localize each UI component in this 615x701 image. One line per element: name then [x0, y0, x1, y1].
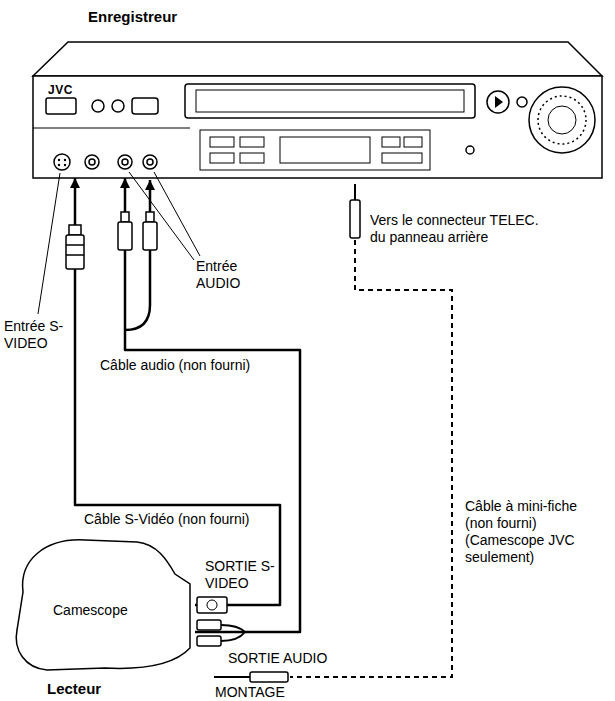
jack-label: MONTAGE — [215, 684, 285, 701]
s-video-output — [197, 597, 227, 613]
jog-center — [548, 106, 576, 134]
jack-pin — [58, 159, 60, 161]
mini-plug-tip — [354, 184, 356, 200]
rca-jack-center — [89, 159, 95, 165]
display — [185, 84, 475, 118]
mini-cable — [290, 240, 452, 677]
note-label: Vers le connecteur TELEC. du panneau arr… — [370, 212, 548, 246]
rca-plug-tip — [121, 212, 129, 222]
brand-logo: JVC — [48, 82, 73, 99]
cable-label: Câble S-Vidéo (non fourni) — [84, 511, 250, 528]
s-video-plug-tip — [69, 225, 81, 235]
audio-output — [197, 620, 221, 630]
node-heading: Enregistreur — [88, 8, 177, 25]
audio-branch — [125, 180, 150, 330]
s-video-jack — [54, 154, 70, 170]
button — [404, 137, 422, 147]
mini-plug — [350, 200, 360, 238]
button — [92, 100, 104, 112]
counter-display — [280, 137, 370, 163]
button — [210, 137, 234, 147]
play-symbol — [495, 96, 503, 108]
button — [240, 153, 264, 163]
cable-label: Câble à mini-fiche (non fourni) (Camesco… — [465, 498, 605, 566]
leader-line — [38, 173, 60, 314]
rca-plug-tip — [146, 212, 154, 222]
node-text: Camescope — [53, 602, 128, 619]
camcorder-outline — [16, 540, 190, 670]
button — [382, 153, 422, 163]
rca-jack — [118, 155, 132, 169]
cable-branch — [125, 180, 150, 330]
audio-output-branch — [221, 625, 245, 641]
leader-line — [154, 172, 200, 256]
jack-pin — [64, 159, 66, 161]
rca-jack-center — [147, 159, 153, 165]
plug-groove — [66, 254, 84, 256]
jog-dial — [529, 87, 595, 153]
play-button — [487, 91, 509, 113]
audio-output — [197, 636, 221, 646]
rca-jack — [85, 155, 99, 169]
recorder-box: Enregistreur — [30, 5, 605, 178]
button — [382, 137, 400, 147]
display-window — [196, 90, 464, 112]
jack-pin — [58, 164, 60, 166]
plug-groove — [66, 244, 84, 246]
eject-button — [132, 98, 158, 114]
power-button — [46, 98, 76, 114]
button — [210, 153, 234, 163]
rca-jack — [143, 155, 157, 169]
s-video-output-jack — [207, 600, 217, 610]
sensor — [466, 146, 474, 154]
rca-jack-center — [122, 159, 128, 165]
button — [517, 97, 527, 107]
vcr-body — [33, 42, 602, 178]
leader-lines — [38, 172, 200, 314]
jack-label: SORTIE S-VIDEO — [205, 558, 275, 592]
panel-line — [33, 128, 190, 129]
node-heading: Lecteur — [47, 680, 101, 697]
jack-label: Entrée S-VIDEO — [4, 318, 68, 352]
vcr-front — [33, 76, 602, 178]
camcorder-shape: CamescopeLecteur — [5, 530, 195, 700]
mini-plug-tip — [214, 676, 250, 678]
jack-label: Entrée AUDIO — [196, 258, 266, 292]
jog-ring — [538, 96, 586, 144]
control-panel — [200, 130, 430, 170]
jack-pin — [64, 164, 66, 166]
rca-plug — [143, 222, 157, 250]
button — [240, 137, 264, 147]
s-video-plug — [66, 235, 84, 269]
cable-label: Câble audio (non fourni) — [100, 357, 250, 374]
vcr-top — [33, 42, 602, 76]
mini-plug — [250, 672, 288, 682]
jack-label: SORTIE AUDIO — [228, 650, 327, 667]
rca-plug — [118, 222, 132, 250]
button — [112, 100, 124, 112]
